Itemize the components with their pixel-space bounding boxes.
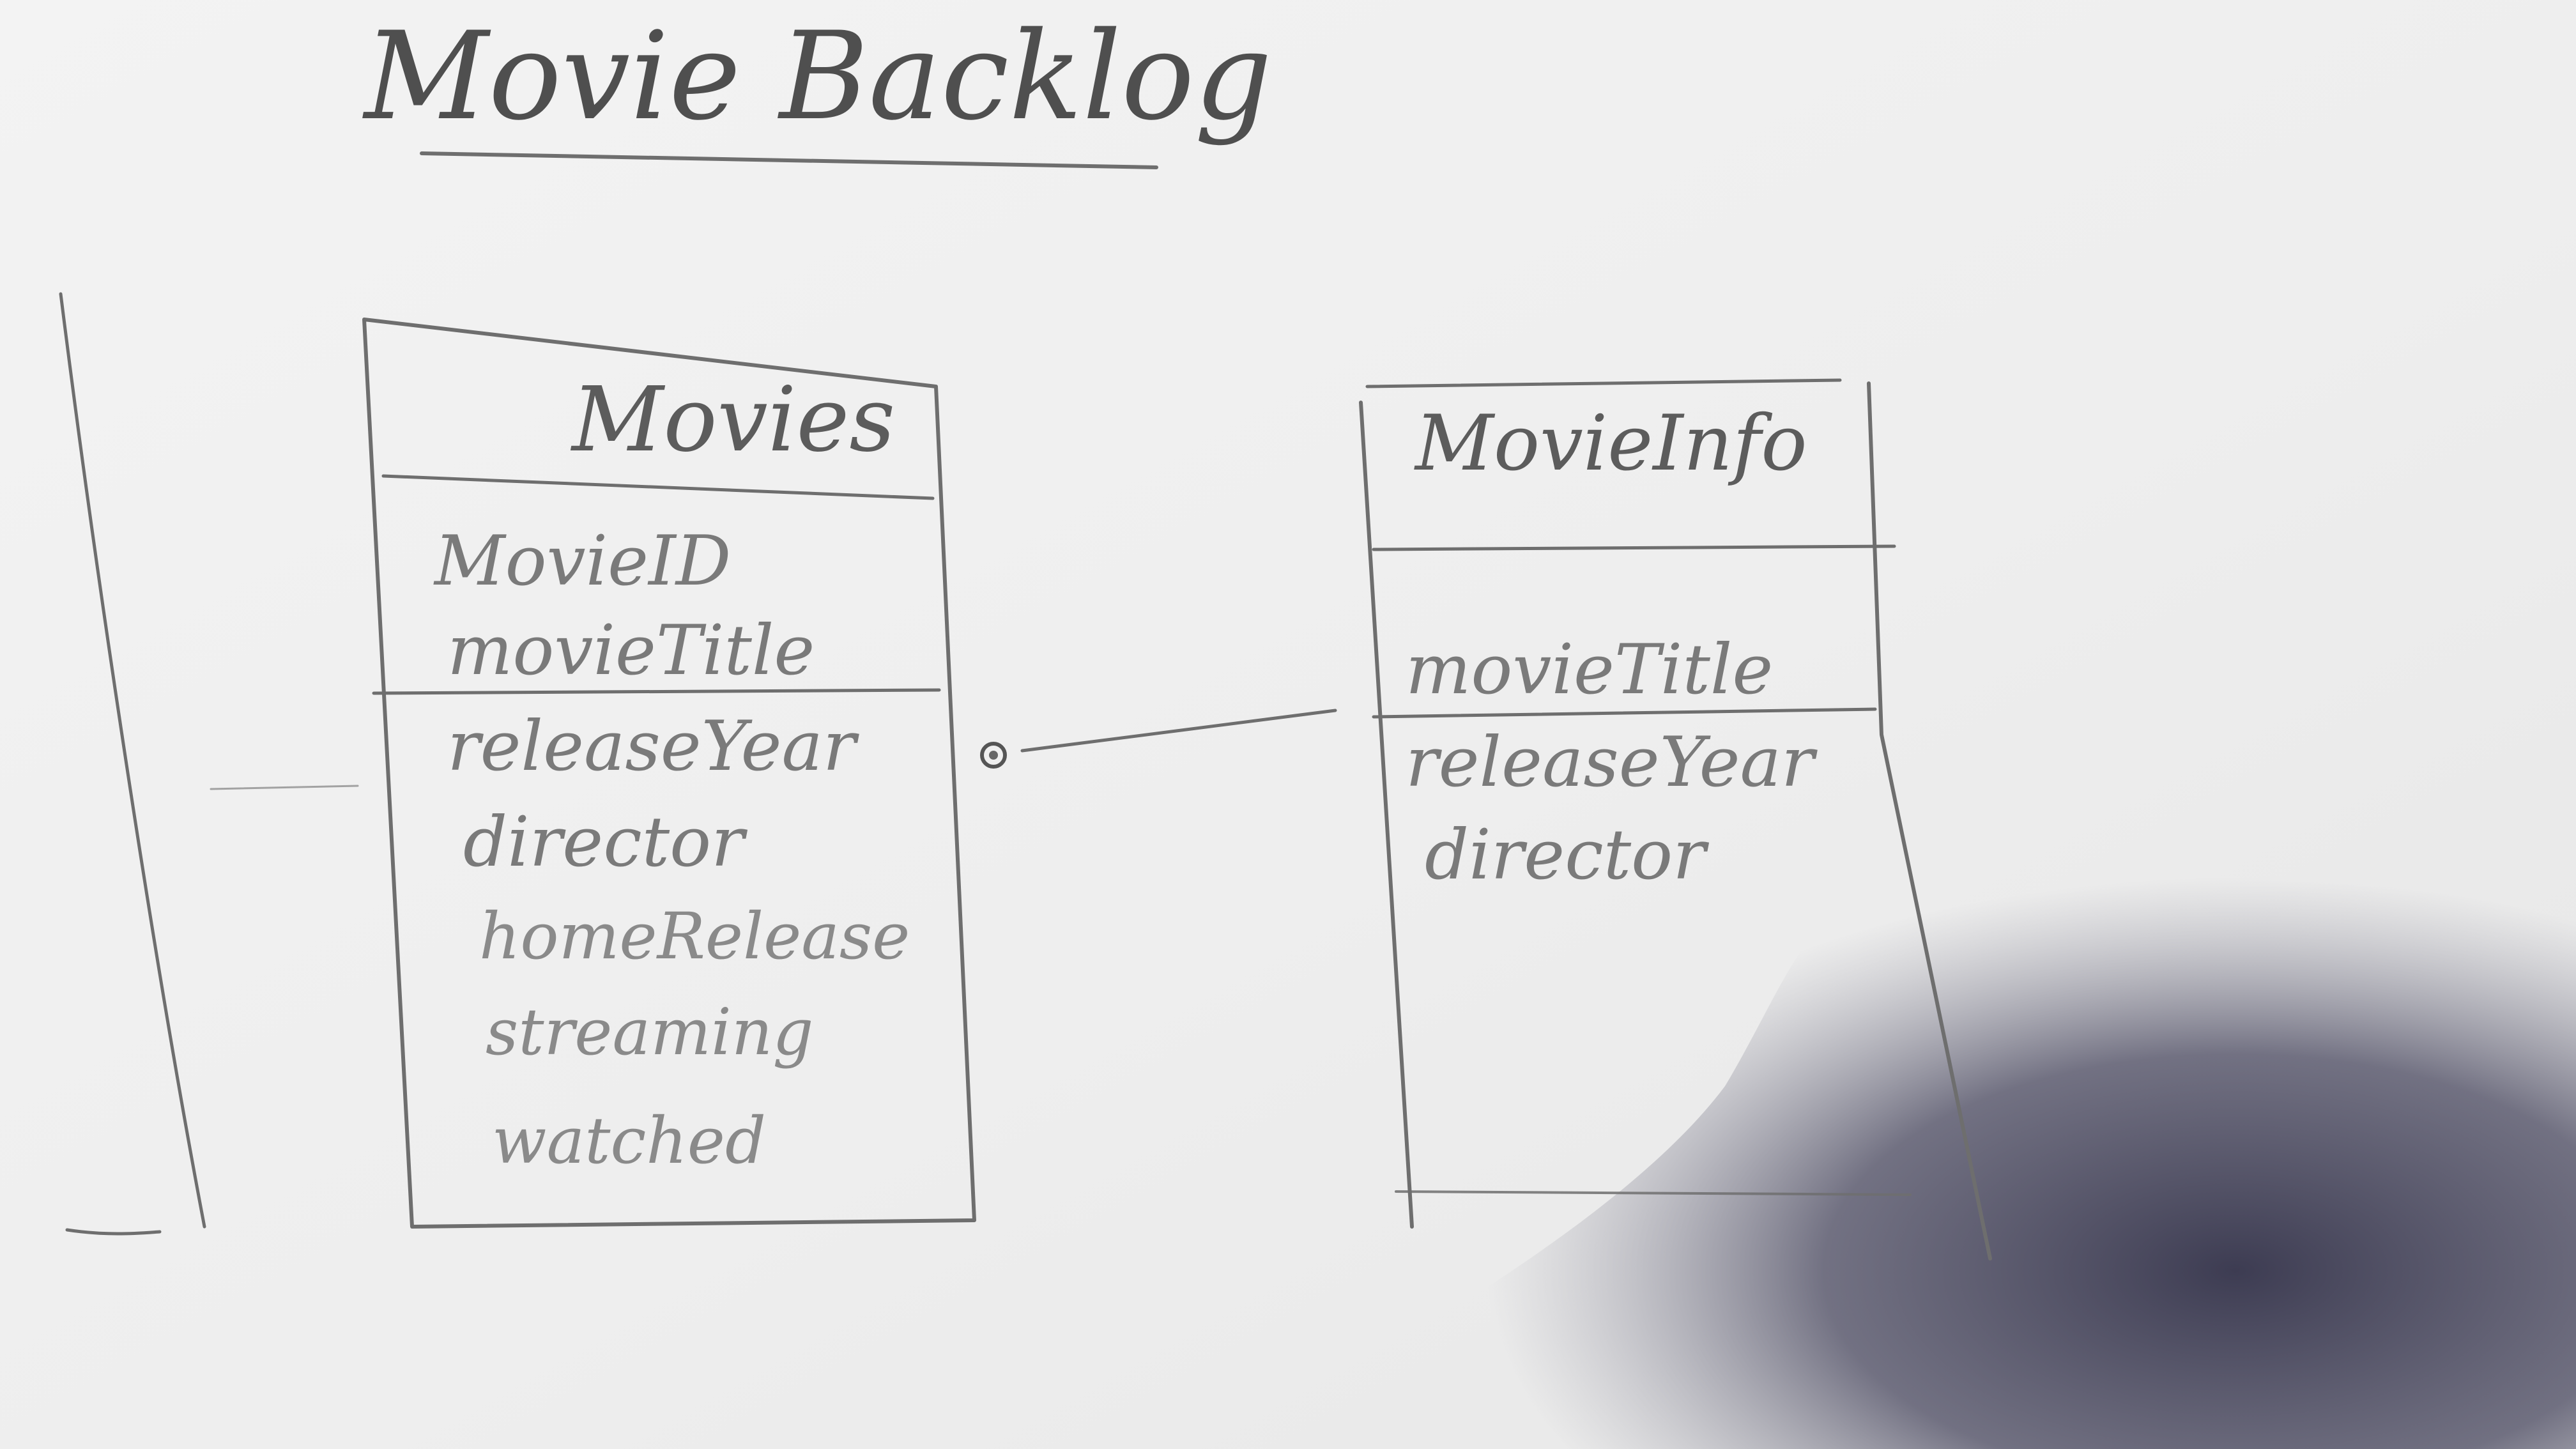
movies-key-field: MovieID [433, 521, 731, 601]
movies-name: Movies [570, 368, 895, 472]
page-title: Movie Backlog [362, 6, 1272, 147]
movie-info-field: director [1425, 815, 1709, 895]
movie-info-top-edge [1365, 378, 1842, 388]
movie-info-left-edge [1359, 401, 1414, 1229]
stray-stroke [210, 785, 359, 790]
movies-header-divider [381, 474, 935, 500]
movies-field: homeRelease [479, 899, 910, 974]
margin-stroke [59, 292, 206, 1236]
hand-shadow [1214, 735, 2576, 1449]
movies-field: streaming [486, 995, 813, 1070]
movies-key-field: movieTitle [447, 611, 815, 691]
movie-info-name: MovieInfo [1414, 399, 1807, 488]
title-underline [420, 151, 1158, 169]
movies-box-outline [362, 318, 976, 1229]
relationship-circle-marker [980, 742, 1007, 769]
movies-field: releaseYear [447, 707, 859, 786]
relationship-line [1020, 709, 1337, 753]
movie-info-right-edge [1867, 381, 1992, 1261]
movie-info-key-divider [1372, 707, 1877, 719]
movies-field: director [463, 802, 747, 882]
entity-movie-info: MovieInfo movieTitle releaseYear directo… [1359, 378, 1992, 1261]
movie-info-key-field: movieTitle [1406, 630, 1773, 710]
relationship-connector [980, 709, 1337, 769]
movie-info-header-divider [1372, 544, 1896, 551]
movies-field: watched [492, 1103, 766, 1178]
movie-info-field: releaseYear [1406, 723, 1818, 802]
relationship-circle-dot [989, 751, 998, 760]
entity-movies: Movies MovieID movieTitle releaseYear di… [362, 318, 976, 1229]
movies-key-divider [372, 688, 941, 695]
movie-info-bottom-edge [1395, 1190, 1912, 1196]
